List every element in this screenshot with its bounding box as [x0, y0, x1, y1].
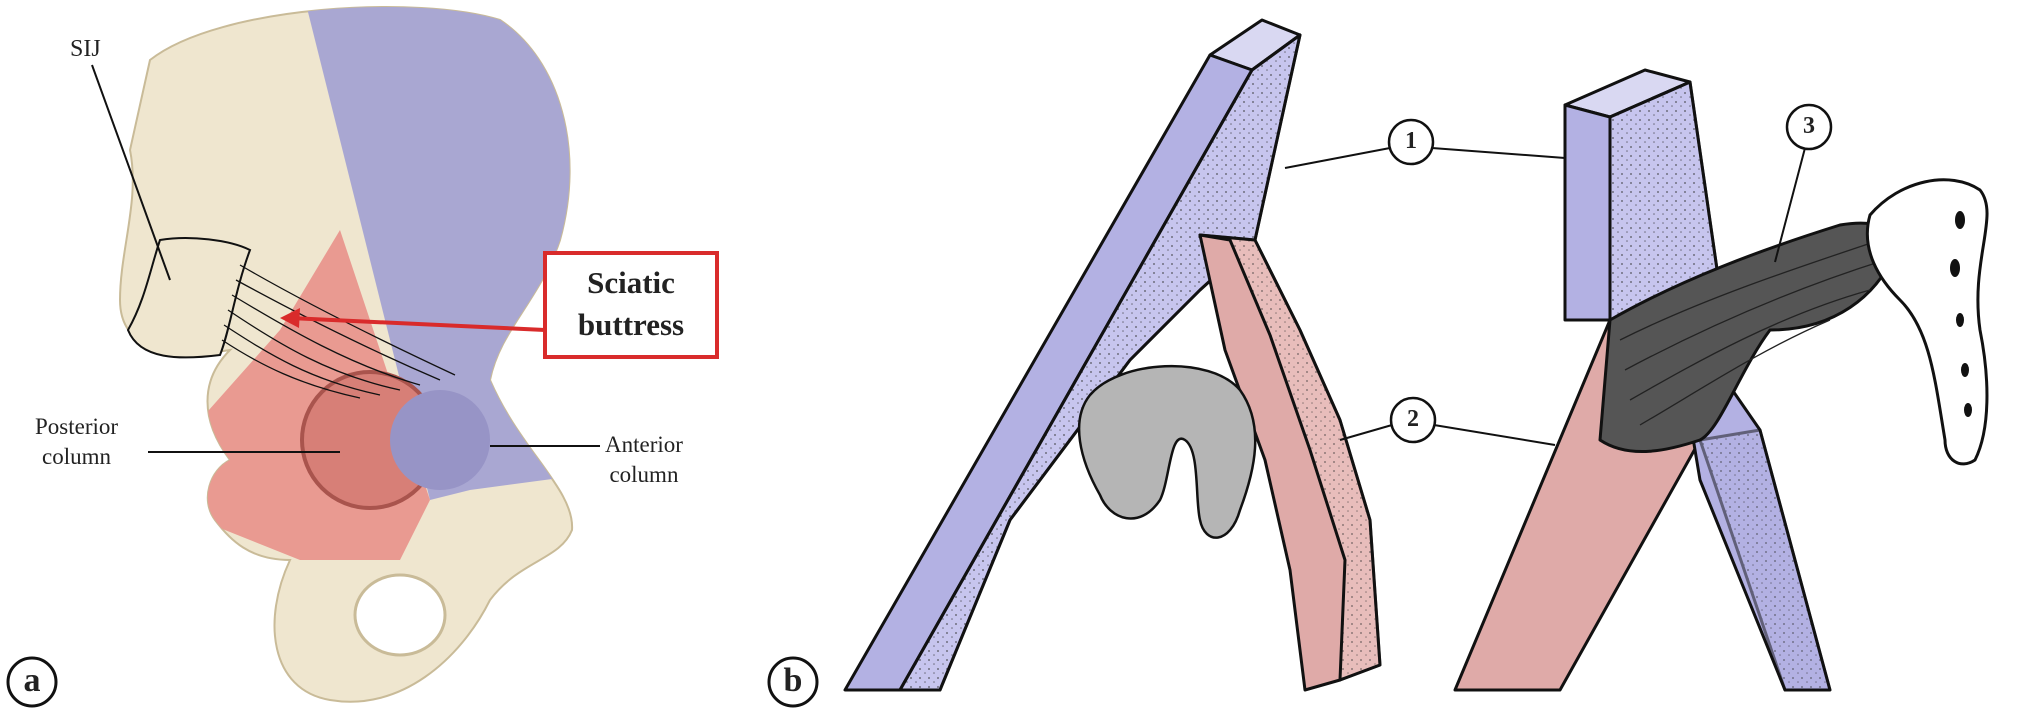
sij-label: SIJ	[70, 36, 101, 62]
callout-1: 1	[1405, 128, 1417, 154]
callout-arrows	[1284, 147, 1806, 446]
anterior-label-line1: Anterior	[605, 432, 683, 457]
pelvis-drawing	[91, 6, 719, 703]
callout-circles	[1387, 103, 1833, 444]
panel-b-label: b	[783, 662, 803, 699]
sciatic-label-line2: buttress	[577, 307, 685, 342]
callout-2: 2	[1407, 406, 1419, 432]
posterior-column-label: Posterior column	[35, 412, 118, 472]
anterior-column-label: Anterior column	[605, 430, 683, 490]
panel-a-label: a	[23, 662, 41, 699]
posterior-label-line2: column	[42, 444, 112, 469]
sciatic-buttress-label: Sciatic buttress	[545, 262, 717, 346]
callout-3: 3	[1803, 113, 1815, 139]
posterior-label-line1: Posterior	[35, 414, 119, 439]
sciatic-label-line1: Sciatic	[587, 265, 675, 300]
sciatic-arrow	[289, 316, 546, 332]
sciatic-buttress-box	[543, 251, 719, 359]
sij-leader-line	[91, 64, 171, 281]
panel-label-circles	[6, 656, 819, 708]
schematic-drawing	[843, 18, 1989, 692]
anterior-label-line2: column	[609, 462, 679, 487]
